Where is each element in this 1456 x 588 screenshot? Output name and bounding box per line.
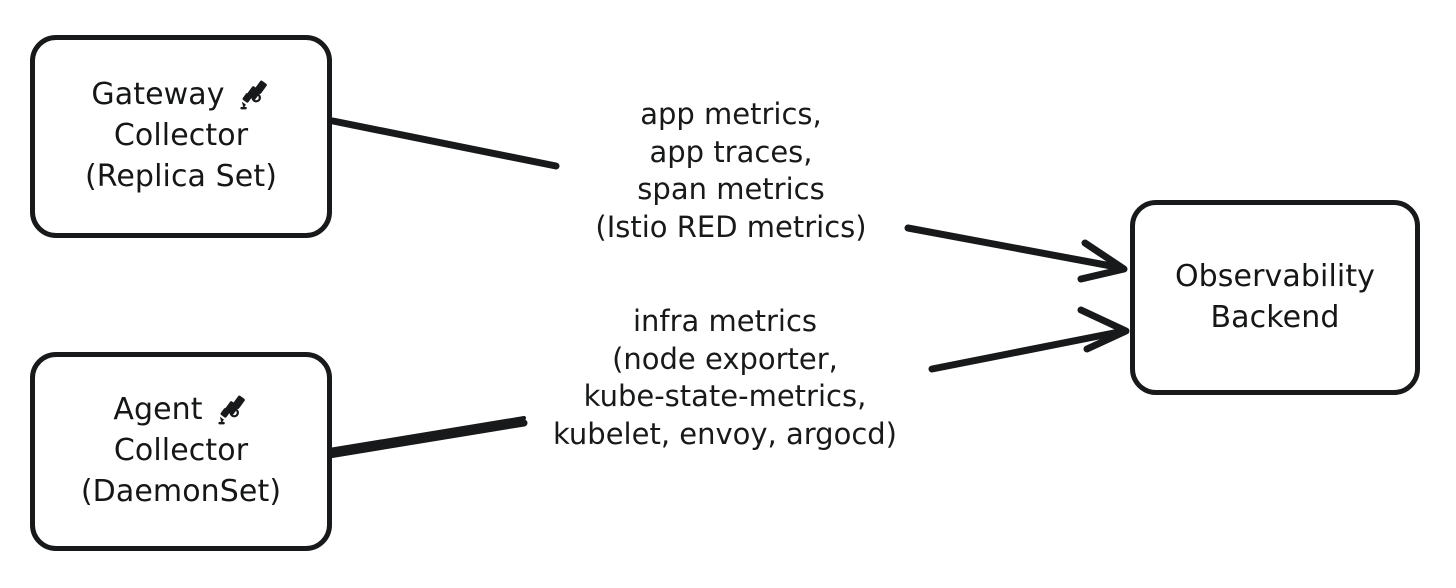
- node-gateway-line-1: Gateway: [91, 75, 270, 116]
- edge-label-agent-line-1: infra metrics: [632, 304, 818, 338]
- node-gateway-label-1: Gateway: [91, 77, 225, 113]
- edge-label-gateway-line-3: span metrics: [637, 172, 825, 207]
- node-gateway-line-2: Collector: [114, 116, 248, 157]
- node-gateway-collector[interactable]: Gateway Collector (Replica Set): [30, 35, 332, 238]
- node-agent-collector[interactable]: Agent Collector (DaemonSet): [30, 352, 332, 551]
- edge-agent-to-backend: [325, 306, 1130, 459]
- edge-label-agent-line-4: kubelet, envoy, argocd): [553, 417, 897, 452]
- node-backend-label-1: Observability: [1174, 258, 1376, 294]
- edge-gateway-arrowhead-icon: [1077, 239, 1128, 283]
- edge-label-gateway-to-backend: app metrics, app traces, span metrics (I…: [595, 96, 866, 247]
- node-agent-label-1: Agent: [113, 392, 203, 428]
- edge-label-gateway-line-4: (Istio RED metrics): [595, 210, 867, 245]
- edge-agent-segment-right: [928, 327, 1128, 373]
- telescope-icon: [215, 394, 249, 428]
- edge-label-gateway-line-1: app metrics,: [640, 97, 822, 131]
- node-backend-line-2: Backend: [1211, 298, 1340, 339]
- node-agent-line-1: Agent: [113, 390, 248, 431]
- node-agent-line-3: (DaemonSet): [81, 472, 281, 513]
- node-agent-label-2: Collector: [113, 433, 249, 469]
- edge-agent-segment-left-retrace: [327, 416, 526, 452]
- node-observability-backend[interactable]: Observability Backend: [1130, 200, 1420, 395]
- node-backend-label-2: Backend: [1210, 299, 1340, 335]
- node-gateway-line-3: (Replica Set): [85, 157, 277, 198]
- node-gateway-label-3: (Replica Set): [84, 158, 278, 194]
- edge-agent-segment-left: [325, 419, 528, 459]
- node-agent-label-3: (DaemonSet): [80, 473, 282, 509]
- edge-gateway-segment-left: [329, 117, 560, 170]
- node-gateway-label-2: Collector: [113, 118, 249, 154]
- node-agent-line-2: Collector: [114, 431, 248, 472]
- telescope-icon: [237, 79, 271, 113]
- edge-gateway-segment-right: [904, 224, 1126, 272]
- edge-label-agent-to-backend: infra metrics (node exporter, kube-state…: [553, 303, 897, 454]
- edge-gateway-to-backend: [329, 117, 1128, 283]
- node-backend-line-1: Observability: [1175, 257, 1375, 298]
- edge-label-gateway-line-2: app traces,: [649, 134, 813, 169]
- edge-label-agent-line-2: (node exporter,: [612, 341, 838, 376]
- edge-agent-arrowhead-icon: [1077, 306, 1130, 353]
- edge-label-agent-line-3: kube-state-metrics,: [583, 379, 867, 414]
